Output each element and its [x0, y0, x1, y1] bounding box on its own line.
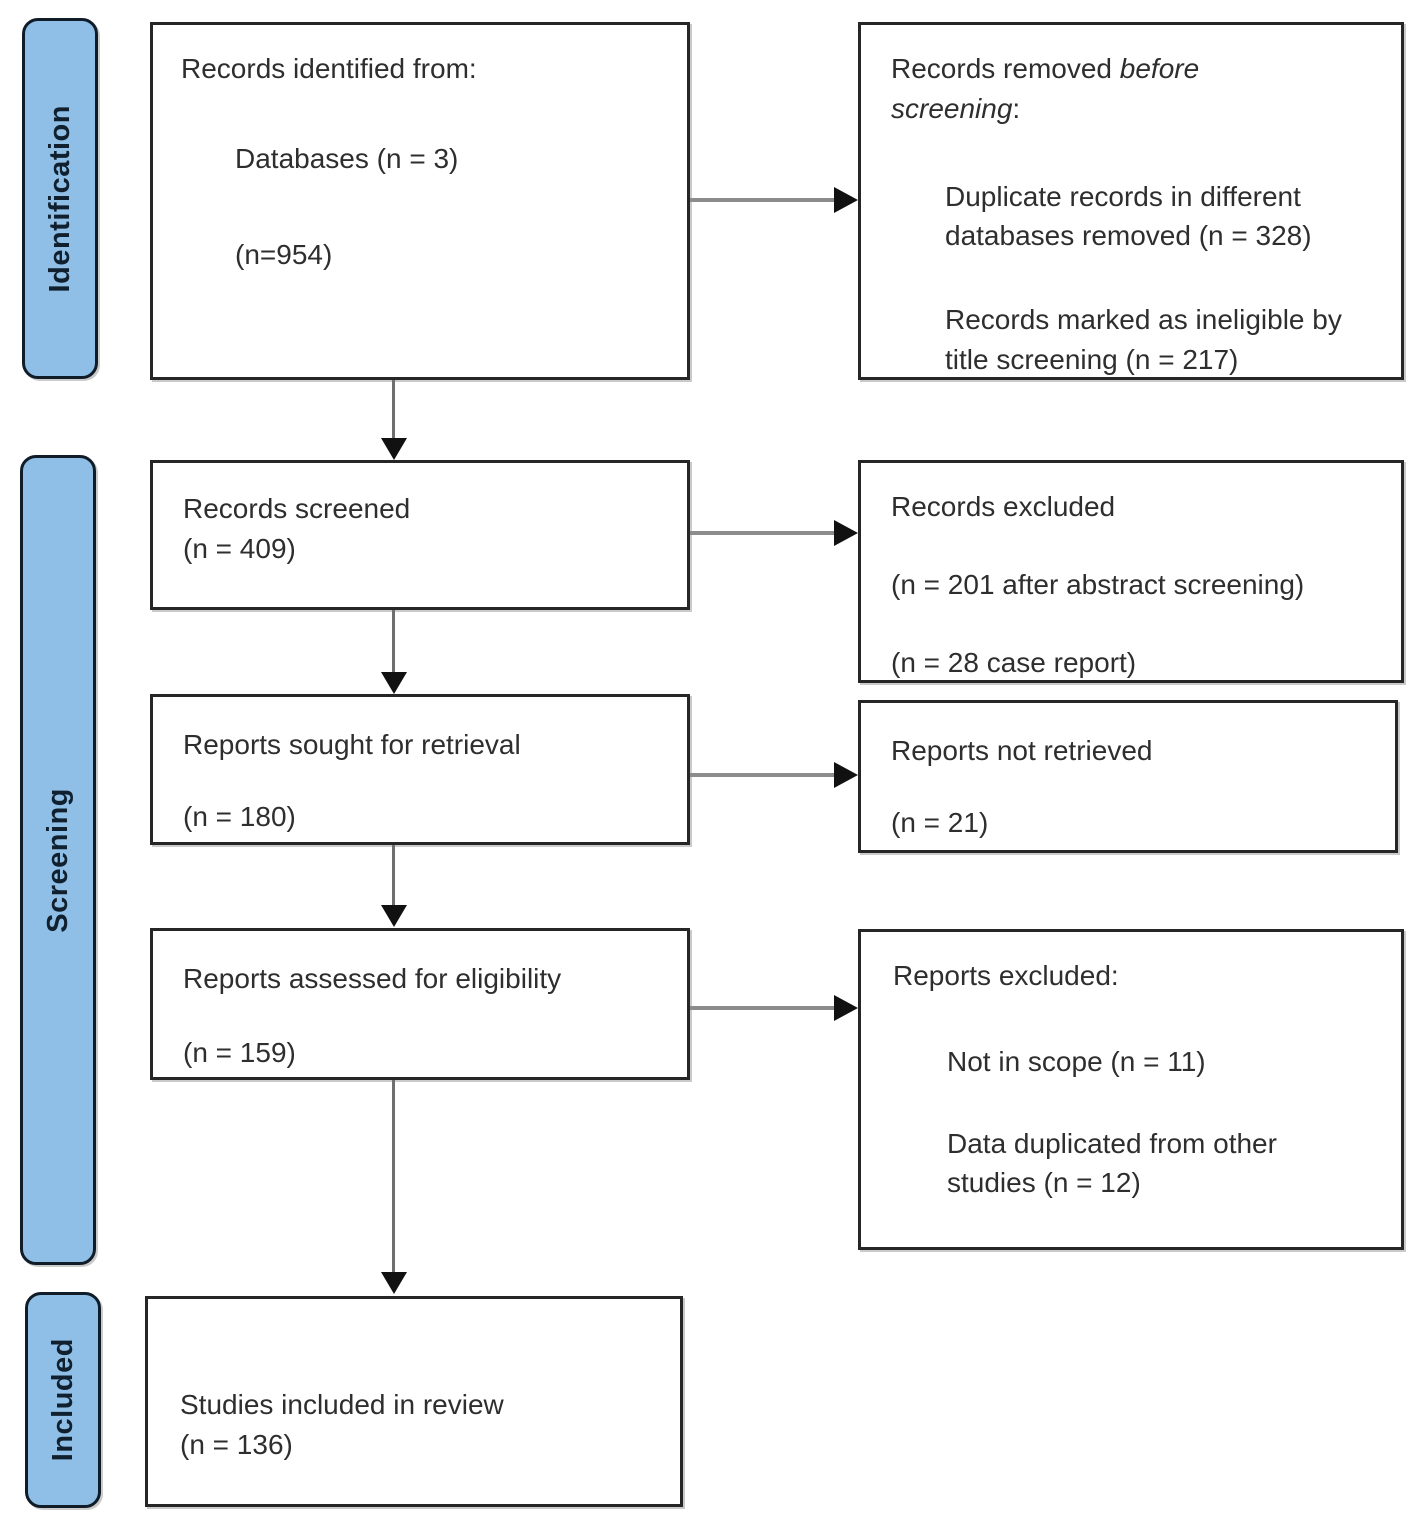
stage-screening-label: Screening: [41, 787, 74, 933]
records-screened-title: Records screened: [183, 493, 411, 524]
studies-included-title: Studies included in review: [180, 1389, 504, 1420]
box-records-identified: Records identified from: Databases (n = …: [150, 22, 690, 380]
reports-not-retrieved-title: Reports not retrieved: [891, 735, 1153, 766]
box-records-screened: Records screened (n = 409): [150, 460, 690, 610]
arrowhead-down-icon: [381, 905, 407, 927]
box-reports-excluded: Reports excluded: Not in scope (n = 11) …: [858, 929, 1404, 1250]
records-excluded-title: Records excluded: [891, 491, 1116, 522]
box-reports-assessed: Reports assessed for eligibility (n = 15…: [150, 928, 690, 1080]
reports-excluded-scope: Not in scope (n = 11): [947, 1045, 1206, 1077]
box-reports-not-retrieved: Reports not retrieved (n = 21): [858, 700, 1398, 853]
arrowhead-right-icon: [834, 187, 858, 213]
records-identified-count: (n=954): [235, 238, 333, 270]
reports-sought-count: (n = 180): [183, 800, 296, 832]
reports-excluded-duplicated: Data duplicated from other studies (n = …: [947, 1127, 1277, 1199]
arrowhead-right-icon: [834, 762, 858, 788]
box-records-removed: Records removed before screening: Duplic…: [858, 22, 1404, 380]
box-records-excluded: Records excluded (n = 201 after abstract…: [858, 460, 1404, 683]
records-identified-databases: Databases (n = 3): [235, 142, 459, 174]
stage-screening: Screening: [20, 455, 96, 1265]
records-removed-duplicates: Duplicate records in different databases…: [945, 180, 1312, 252]
reports-excluded-title: Reports excluded:: [893, 960, 1119, 991]
records-excluded-abstract: (n = 201 after abstract screening): [891, 568, 1305, 600]
studies-included-count: (n = 136): [180, 1428, 293, 1460]
stage-identification: Identification: [22, 18, 98, 379]
stage-included-label: Included: [46, 1338, 79, 1462]
arrowhead-down-icon: [381, 438, 407, 460]
box-studies-included: Studies included in review (n = 136): [145, 1296, 683, 1507]
records-removed-title: Records removed before screening:: [891, 53, 1200, 124]
arrowhead-right-icon: [834, 520, 858, 546]
records-removed-ineligible: Records marked as ineligible by title sc…: [945, 304, 1342, 375]
stage-included: Included: [25, 1292, 101, 1508]
stage-identification-label: Identification: [43, 104, 76, 293]
box-reports-sought: Reports sought for retrieval (n = 180): [150, 694, 690, 845]
arrowhead-down-icon: [381, 672, 407, 694]
records-excluded-case-report: (n = 28 case report): [891, 646, 1137, 678]
records-identified-title: Records identified from:: [181, 53, 477, 84]
reports-not-retrieved-count: (n = 21): [891, 806, 989, 838]
reports-assessed-count: (n = 159): [183, 1036, 296, 1068]
reports-sought-title: Reports sought for retrieval: [183, 729, 521, 760]
records-screened-count: (n = 409): [183, 532, 296, 564]
arrowhead-right-icon: [834, 995, 858, 1021]
arrowhead-down-icon: [381, 1272, 407, 1294]
reports-assessed-title: Reports assessed for eligibility: [183, 963, 562, 994]
